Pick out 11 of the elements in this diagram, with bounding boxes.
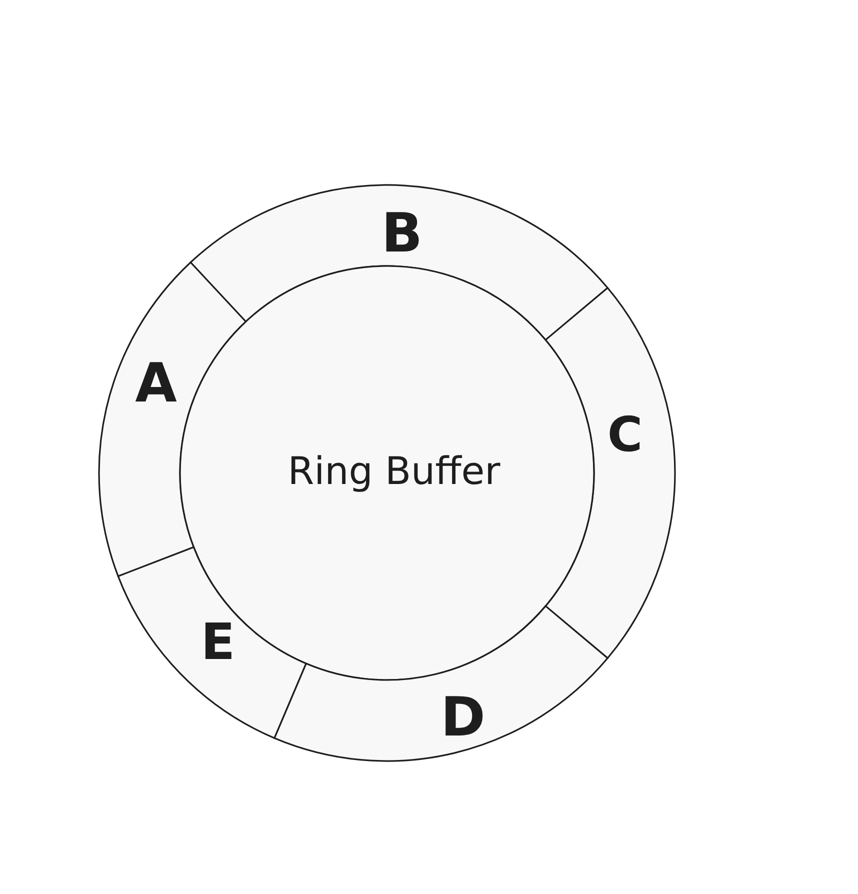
segment-label: D <box>440 686 486 748</box>
ring-segment <box>98 262 247 577</box>
buffer-label: Ring Buffer <box>288 449 500 493</box>
segment-label: C <box>607 407 643 463</box>
ring-segment <box>544 287 676 659</box>
ring-segment <box>274 605 608 762</box>
segment-label: B <box>381 202 423 264</box>
ring-segment <box>117 546 307 739</box>
segment-label: E <box>200 613 236 671</box>
ring-segment <box>190 184 608 341</box>
segment-label: A <box>135 352 177 414</box>
